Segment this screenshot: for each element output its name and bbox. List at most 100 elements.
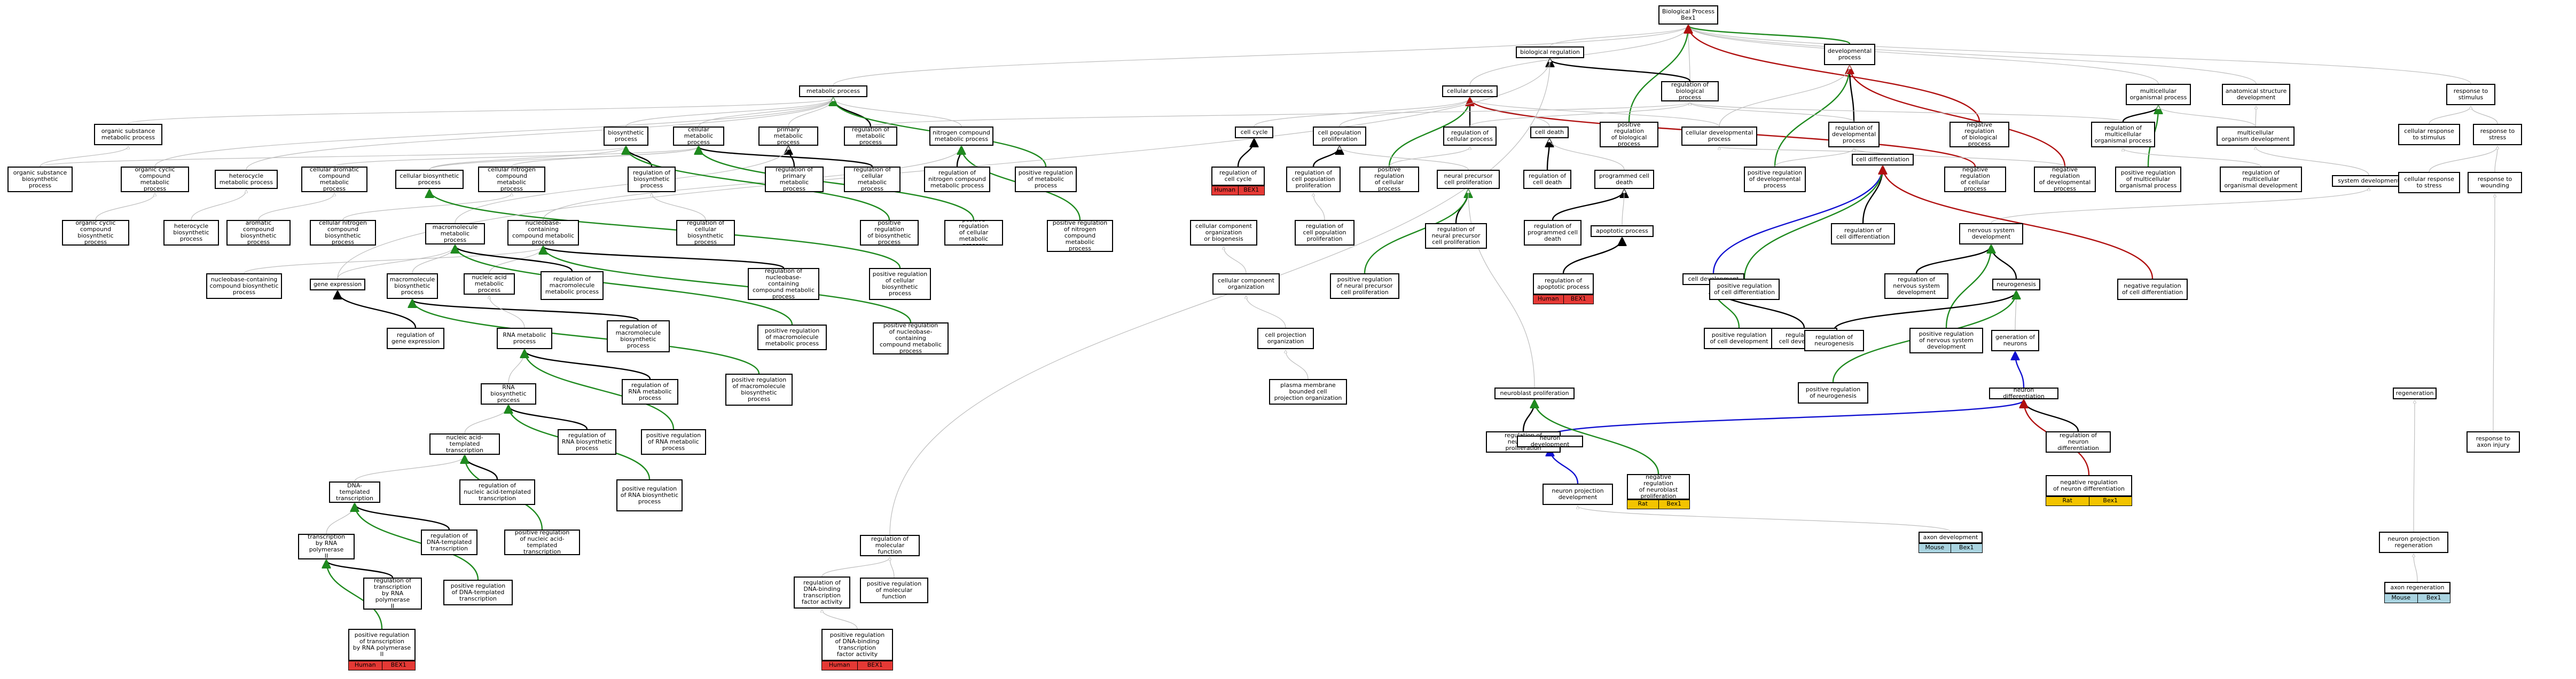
node-regmacro2[interactable]: regulation of macromolecule biosynthetic… [607,320,670,352]
node-dnatx[interactable]: DNA-templated transcription [329,481,380,503]
node-orgsub[interactable]: organic substance metabolic process [94,124,162,145]
node-orgsubbio[interactable]: organic substance biosynthetic process [7,167,73,192]
node-posregmacro[interactable]: positive regulation of macromolecule met… [757,325,827,350]
node-regdeath[interactable]: regulation of cell death [1523,170,1571,189]
node-cellnitbio[interactable]: cellular nitrogen compound biosynthetic … [310,220,376,246]
node-axondev[interactable]: axon development [1919,532,1983,543]
node-regnit[interactable]: regulation of nitrogen compound metaboli… [924,167,990,192]
node-breg[interactable]: biological regulation [1516,46,1584,58]
node-regrnamet[interactable]: regulation of RNA metabolic process [622,379,678,405]
node-compbio2[interactable]: cellular component organization [1212,273,1280,295]
node-cellcycle[interactable]: cell cycle [1235,127,1273,138]
node-neurproj[interactable]: neuron projection development [1543,484,1613,505]
node-regcpp2[interactable]: regulation of cell population proliferat… [1295,220,1354,246]
node-posregmacrobio[interactable]: positive regulation of macromolecule bio… [725,374,793,406]
node-nucacid[interactable]: nucleic acid metabolic process [464,273,515,295]
node-compbio[interactable]: cellular component organization or bioge… [1190,220,1257,246]
node-regns[interactable]: regulation of nervous system development [1884,273,1948,299]
node-posregneur[interactable]: positive regulation of neural precursor … [1330,273,1399,299]
node-neuroblast[interactable]: neuroblast proliferation [1494,388,1575,399]
node-met[interactable]: metabolic process [799,85,867,97]
node-cellrespstress[interactable]: cellular response to stress [2398,172,2460,193]
node-posregcellbio[interactable]: positive regulation of cellular biosynth… [869,268,931,300]
node-regneurdiff[interactable]: regulation of neuron differentiation [2046,431,2111,453]
node-anat[interactable]: anatomical structure development [2222,84,2290,105]
node-bp[interactable]: Biological Process Bex1 [1658,5,1718,25]
node-reggene[interactable]: regulation of gene expression [387,328,444,349]
node-regnuc[interactable]: regulation of nucleobase-containing comp… [748,268,819,300]
node-posregns[interactable]: positive regulation of nervous system de… [1909,328,1983,353]
node-posregcelldev[interactable]: positive regulation of cell development [1704,328,1774,349]
node-cellmet[interactable]: cellular metabolic process [673,127,724,146]
node-neurprojregen[interactable]: neuron projection regeneration [2379,532,2448,553]
node-cellnit[interactable]: cellular nitrogen compound metabolic pro… [478,167,545,192]
node-hetero[interactable]: heterocycle metabolic process [215,170,278,189]
node-negregcp[interactable]: negative regulation of cellular process [1944,167,2006,192]
node-regapop[interactable]: regulation of apoptotic process [1533,273,1594,295]
node-posregmulti[interactable]: positive regulation of multicellular org… [2115,167,2181,192]
node-respwound[interactable]: response to wounding [2468,172,2522,193]
node-plasma[interactable]: plasma membrane bounded cell projection … [1269,379,1347,405]
node-negregcelldiff[interactable]: negative regulation of cell differentiat… [2117,279,2188,300]
node-biosyn[interactable]: biosynthetic process [604,127,648,146]
node-neurogen[interactable]: neurogenesis [1992,279,2040,290]
node-regprim[interactable]: regulation of primary metabolic process [765,167,824,192]
node-neurdev[interactable]: neuron development [1517,436,1583,447]
node-posregrnamet[interactable]: positive regulation of RNA metabolic pro… [641,429,706,455]
node-geneexp[interactable]: gene expression [310,279,365,290]
node-sysdev[interactable]: system development [2332,175,2406,187]
node-orgcycbio[interactable]: organic cyclic compound biosynthetic pro… [62,220,129,246]
node-negregnb[interactable]: negative regulation of neuroblast prolif… [1627,474,1690,500]
node-cellproj[interactable]: cell projection organization [1257,328,1314,349]
node-cellarom[interactable]: cellular aromatic compound metabolic pro… [301,167,367,192]
node-posregcelldiff[interactable]: positive regulation of cell differentiat… [1709,279,1780,300]
node-posregcellmet[interactable]: positive regulation of cellular metaboli… [944,220,1003,246]
node-posregnit[interactable]: positive regulation of nitrogen compound… [1047,220,1113,252]
node-posregmolfunc[interactable]: positive regulation of molecular functio… [860,578,928,603]
node-regtxpol2[interactable]: regulation of transcription by RNA polym… [363,578,422,610]
node-celldeath[interactable]: cell death [1530,127,1569,138]
node-regcc[interactable]: regulation of cell cycle [1211,167,1265,186]
node-regdnabind[interactable]: regulation of DNA-binding transcription … [794,577,850,609]
node-regmet[interactable]: regulation of metabolic process [844,127,897,146]
node-regneur[interactable]: regulation of neural precursor cell prol… [1425,223,1487,249]
node-regneurogen[interactable]: regulation of neurogenesis [1804,330,1864,351]
node-posregdnabind[interactable]: positive regulation of DNA-binding trans… [821,629,893,661]
node-posregnuc[interactable]: positive regulation of nucleobase-contai… [873,322,949,354]
node-neurdiff[interactable]: neuron differentiation [1989,388,2058,399]
node-posregneurogen[interactable]: positive regulation of neurogenesis [1798,382,1868,404]
node-regmultidev[interactable]: regulation of multicellular organismal d… [2220,167,2302,192]
node-negregdev[interactable]: negative regulation of developmental pro… [2034,167,2096,192]
node-rnamet[interactable]: RNA metabolic process [497,328,552,349]
node-axonregen[interactable]: axon regeneration [2384,582,2450,594]
node-genneur[interactable]: generation of neurons [1991,330,2039,351]
node-regmolfunc[interactable]: regulation of molecular function [860,535,920,556]
node-posregrnabio[interactable]: positive regulation of RNA biosynthetic … [616,479,683,511]
node-regeneration[interactable]: regeneration [2393,388,2437,399]
node-rnabio[interactable]: RNA biosynthetic process [481,383,536,405]
node-resp[interactable]: response to stimulus [2446,84,2495,105]
node-regmulti[interactable]: regulation of multicellular organismal p… [2091,122,2155,147]
node-neurprec[interactable]: neural precursor cell proliferation [1437,170,1500,189]
node-pcd[interactable]: programmed cell death [1594,170,1654,189]
node-multi[interactable]: multicellular organismal process [2126,84,2191,105]
node-apop[interactable]: apoptotic process [1591,225,1654,237]
node-posregbio[interactable]: positive regulation of biosynthetic proc… [860,220,919,246]
node-regbp[interactable]: regulation of biological process [1661,81,1719,101]
node-posregdnatx[interactable]: positive regulation of DNA-templated tra… [443,580,513,605]
node-dev[interactable]: developmental process [1824,44,1875,65]
node-negregneurdiff[interactable]: negative regulation of neuron differenti… [2046,475,2132,496]
node-cellpop[interactable]: cell population proliferation [1313,127,1366,146]
node-posregcp[interactable]: positive regulation of cellular process [1359,167,1419,192]
node-regcellbio[interactable]: regulation of cellular biosynthetic proc… [676,220,735,246]
node-posregmet[interactable]: positive regulation of metabolic process [1015,167,1077,192]
node-regrnabio[interactable]: regulation of RNA biosynthetic process [558,429,616,455]
node-nucmet[interactable]: nucleobase-containing compound metabolic… [507,220,579,246]
node-regcpp[interactable]: regulation of cell population proliferat… [1286,167,1341,192]
node-regcelldiff[interactable]: regulation of cell differentiation [1831,223,1895,244]
node-posregbp[interactable]: positive regulation of biological proces… [1600,122,1658,147]
node-heterobio[interactable]: heterocycle biosynthetic process [163,220,219,246]
node-celldevp[interactable]: cellular developmental process [1681,127,1757,146]
node-cellbio[interactable]: cellular biosynthetic process [395,170,464,189]
node-posregnucacidtx[interactable]: positive regulation of nucleic acid-temp… [504,530,580,555]
